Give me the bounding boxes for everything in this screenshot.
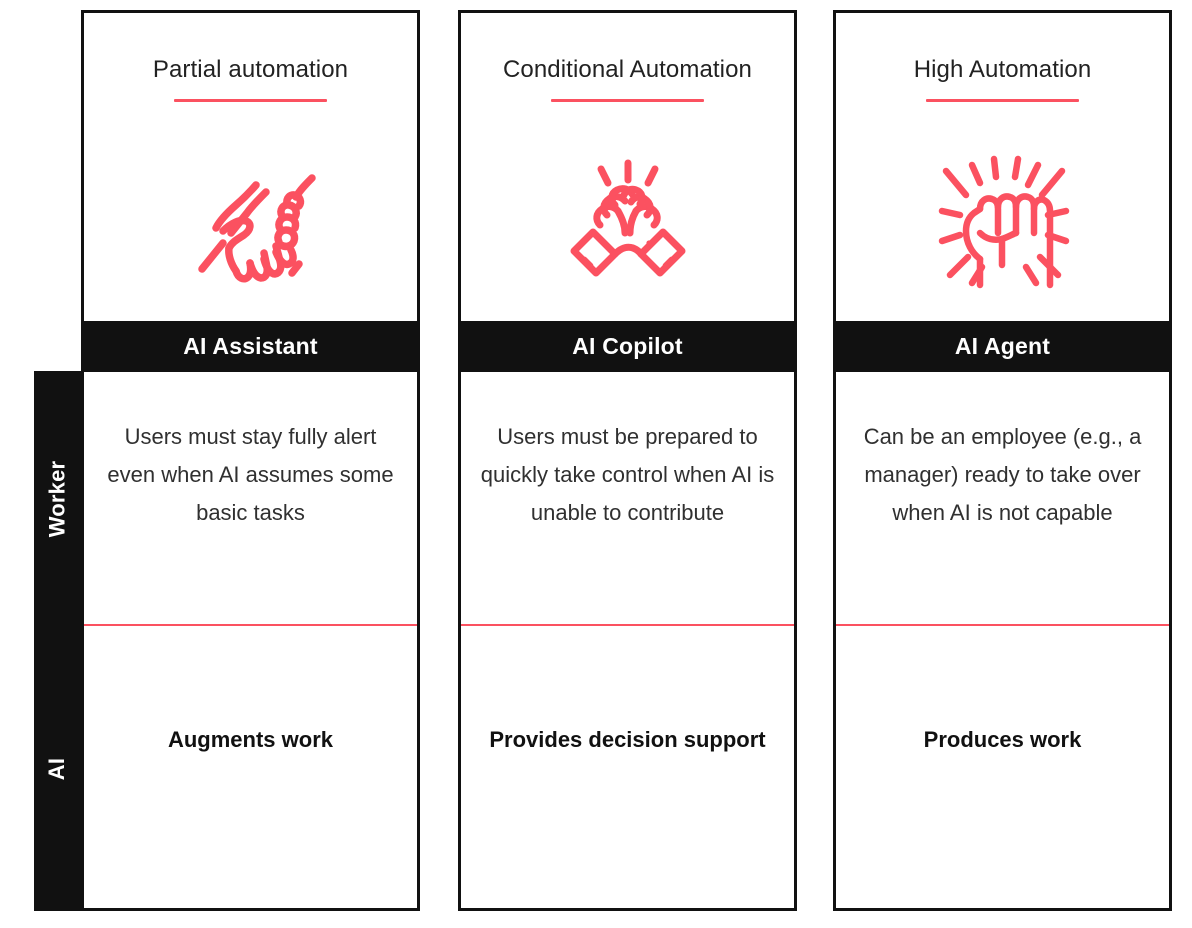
card-top-section: Partial automation bbox=[84, 13, 417, 321]
row-label-worker-text: Worker bbox=[44, 460, 70, 537]
row-label-ai: AI bbox=[34, 626, 81, 911]
ai-statement-text: Augments work bbox=[167, 727, 334, 752]
worker-description-text: Users must be prepared to quickly take c… bbox=[480, 424, 775, 525]
worker-description-text: Users must stay fully alert even when AI… bbox=[107, 424, 394, 525]
raised-fist-icon bbox=[928, 122, 1078, 321]
card-band-title: AI Assistant bbox=[84, 321, 417, 372]
ai-statement-text: Provides decision support bbox=[489, 727, 766, 752]
worker-description-text: Can be an employee (e.g., a manager) rea… bbox=[863, 424, 1142, 525]
handshake-grip-icon bbox=[553, 122, 703, 321]
worker-description-cell: Users must be prepared to quickly take c… bbox=[461, 372, 794, 626]
card-band-title: AI Agent bbox=[836, 321, 1169, 372]
heading-underline bbox=[551, 99, 704, 103]
ai-statement-cell: Produces work bbox=[836, 626, 1169, 908]
row-label-ai-text: AI bbox=[44, 757, 70, 780]
column-card-partial-automation: Partial automation bbox=[81, 10, 420, 911]
card-heading: High Automation bbox=[913, 56, 1092, 83]
worker-description-cell: Users must stay fully alert even when AI… bbox=[84, 372, 417, 626]
row-label-worker: Worker bbox=[34, 371, 81, 626]
ai-statement-cell: Augments work bbox=[84, 626, 417, 908]
heading-underline bbox=[926, 99, 1079, 103]
card-heading: Partial automation bbox=[152, 56, 349, 83]
card-top-section: Conditional Automation bbox=[461, 13, 794, 321]
ai-statement-cell: Provides decision support bbox=[461, 626, 794, 908]
card-heading: Conditional Automation bbox=[502, 56, 753, 83]
column-card-conditional-automation: Conditional Automation bbox=[458, 10, 797, 911]
heading-underline bbox=[174, 99, 327, 103]
helping-hands-icon bbox=[176, 122, 326, 321]
worker-description-cell: Can be an employee (e.g., a manager) rea… bbox=[836, 372, 1169, 626]
ai-statement-text: Produces work bbox=[923, 727, 1082, 752]
column-card-high-automation: High Automation bbox=[833, 10, 1172, 911]
card-top-section: High Automation bbox=[836, 13, 1169, 321]
card-band-title: AI Copilot bbox=[461, 321, 794, 372]
